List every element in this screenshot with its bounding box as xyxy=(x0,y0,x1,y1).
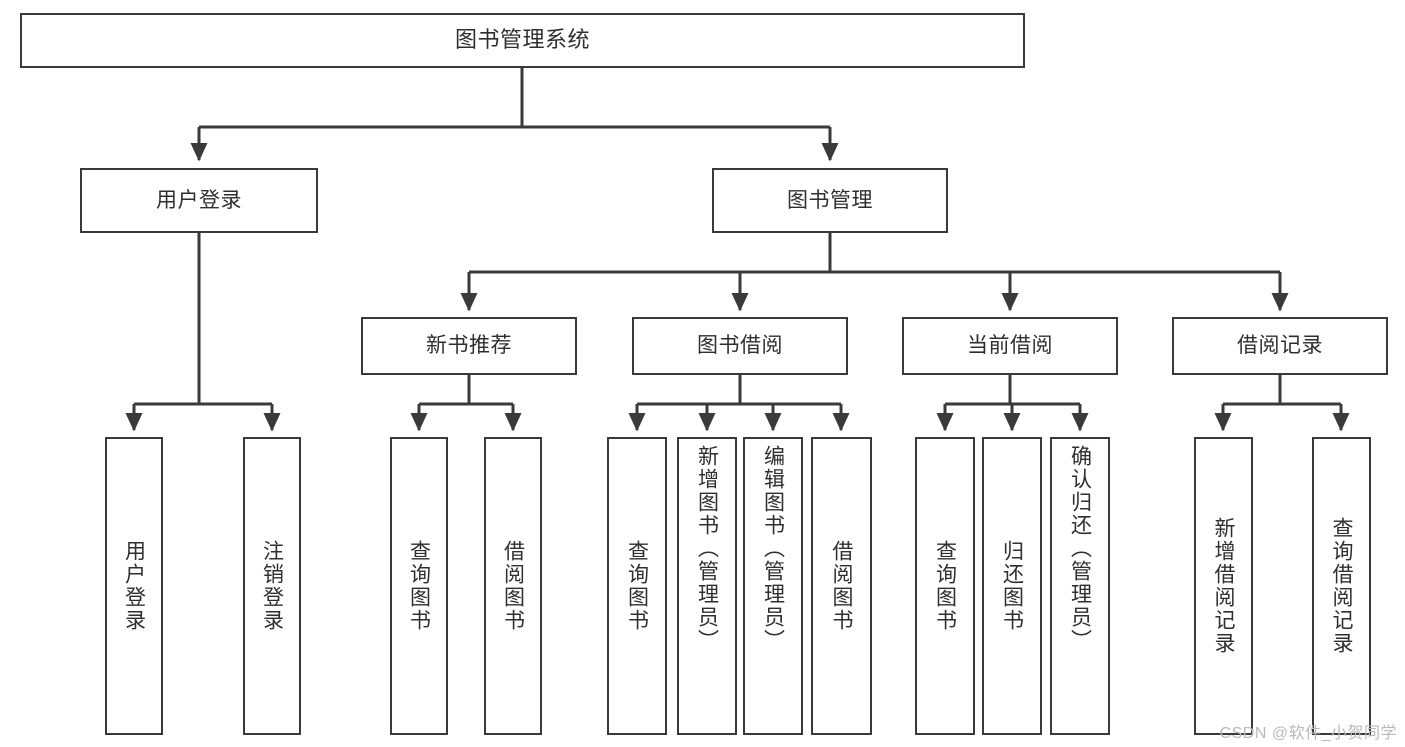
node-label: 新书推荐 xyxy=(426,334,512,358)
node-label: 用户登录 xyxy=(156,188,242,212)
node-label: 查询图书 xyxy=(625,540,649,632)
node-book-manage[interactable]: 图书管理 xyxy=(712,168,948,233)
node-leaf-logout-login[interactable]: 注销登录 xyxy=(243,437,301,735)
node-leaf-user-login[interactable]: 用户登录 xyxy=(105,437,163,735)
node-leaf-query-record[interactable]: 查询借阅记录 xyxy=(1312,437,1371,735)
node-label: 图书管理 xyxy=(787,188,873,212)
node-label: 查询借阅记录 xyxy=(1330,517,1353,655)
node-leaf-borrow-book-1[interactable]: 借阅图书 xyxy=(484,437,542,735)
node-label: 当前借阅 xyxy=(967,334,1053,358)
node-leaf-confirm-return[interactable]: 确认归还（管理员） xyxy=(1050,437,1110,735)
node-leaf-add-book[interactable]: 新增图书（管理员） xyxy=(677,437,737,735)
node-label: 查询图书 xyxy=(407,540,431,632)
node-label: 注销登录 xyxy=(260,540,284,632)
csdn-watermark: CSDN @软件_小贺同学 xyxy=(1219,725,1397,742)
node-leaf-edit-book[interactable]: 编辑图书（管理员） xyxy=(743,437,803,735)
node-leaf-return-book[interactable]: 归还图书 xyxy=(982,437,1042,735)
node-label: 确认归还（管理员） xyxy=(1068,445,1092,652)
node-label: 借阅图书 xyxy=(830,540,853,632)
node-borrow-record[interactable]: 借阅记录 xyxy=(1172,317,1388,375)
node-label: 图书借阅 xyxy=(697,334,783,358)
node-root-system[interactable]: 图书管理系统 xyxy=(20,13,1025,68)
node-current-borrow[interactable]: 当前借阅 xyxy=(902,317,1118,375)
node-new-book-recommend[interactable]: 新书推荐 xyxy=(361,317,577,375)
node-label: 新增借阅记录 xyxy=(1212,517,1235,655)
node-label: 编辑图书（管理员） xyxy=(761,445,785,652)
node-label: 图书管理系统 xyxy=(454,27,590,53)
node-leaf-query-book-1[interactable]: 查询图书 xyxy=(390,437,448,735)
node-label: 新增图书（管理员） xyxy=(695,445,719,652)
node-label: 借阅图书 xyxy=(501,540,525,632)
node-user-login[interactable]: 用户登录 xyxy=(80,168,318,233)
node-leaf-query-book-3[interactable]: 查询图书 xyxy=(915,437,975,735)
node-leaf-query-book-2[interactable]: 查询图书 xyxy=(607,437,667,735)
node-label: 借阅记录 xyxy=(1237,334,1323,358)
node-leaf-add-record[interactable]: 新增借阅记录 xyxy=(1194,437,1253,735)
node-book-borrow[interactable]: 图书借阅 xyxy=(632,317,848,375)
node-label: 查询图书 xyxy=(933,540,957,632)
node-leaf-borrow-book-2[interactable]: 借阅图书 xyxy=(811,437,872,735)
node-label: 归还图书 xyxy=(1000,540,1024,632)
node-label: 用户登录 xyxy=(122,540,146,632)
